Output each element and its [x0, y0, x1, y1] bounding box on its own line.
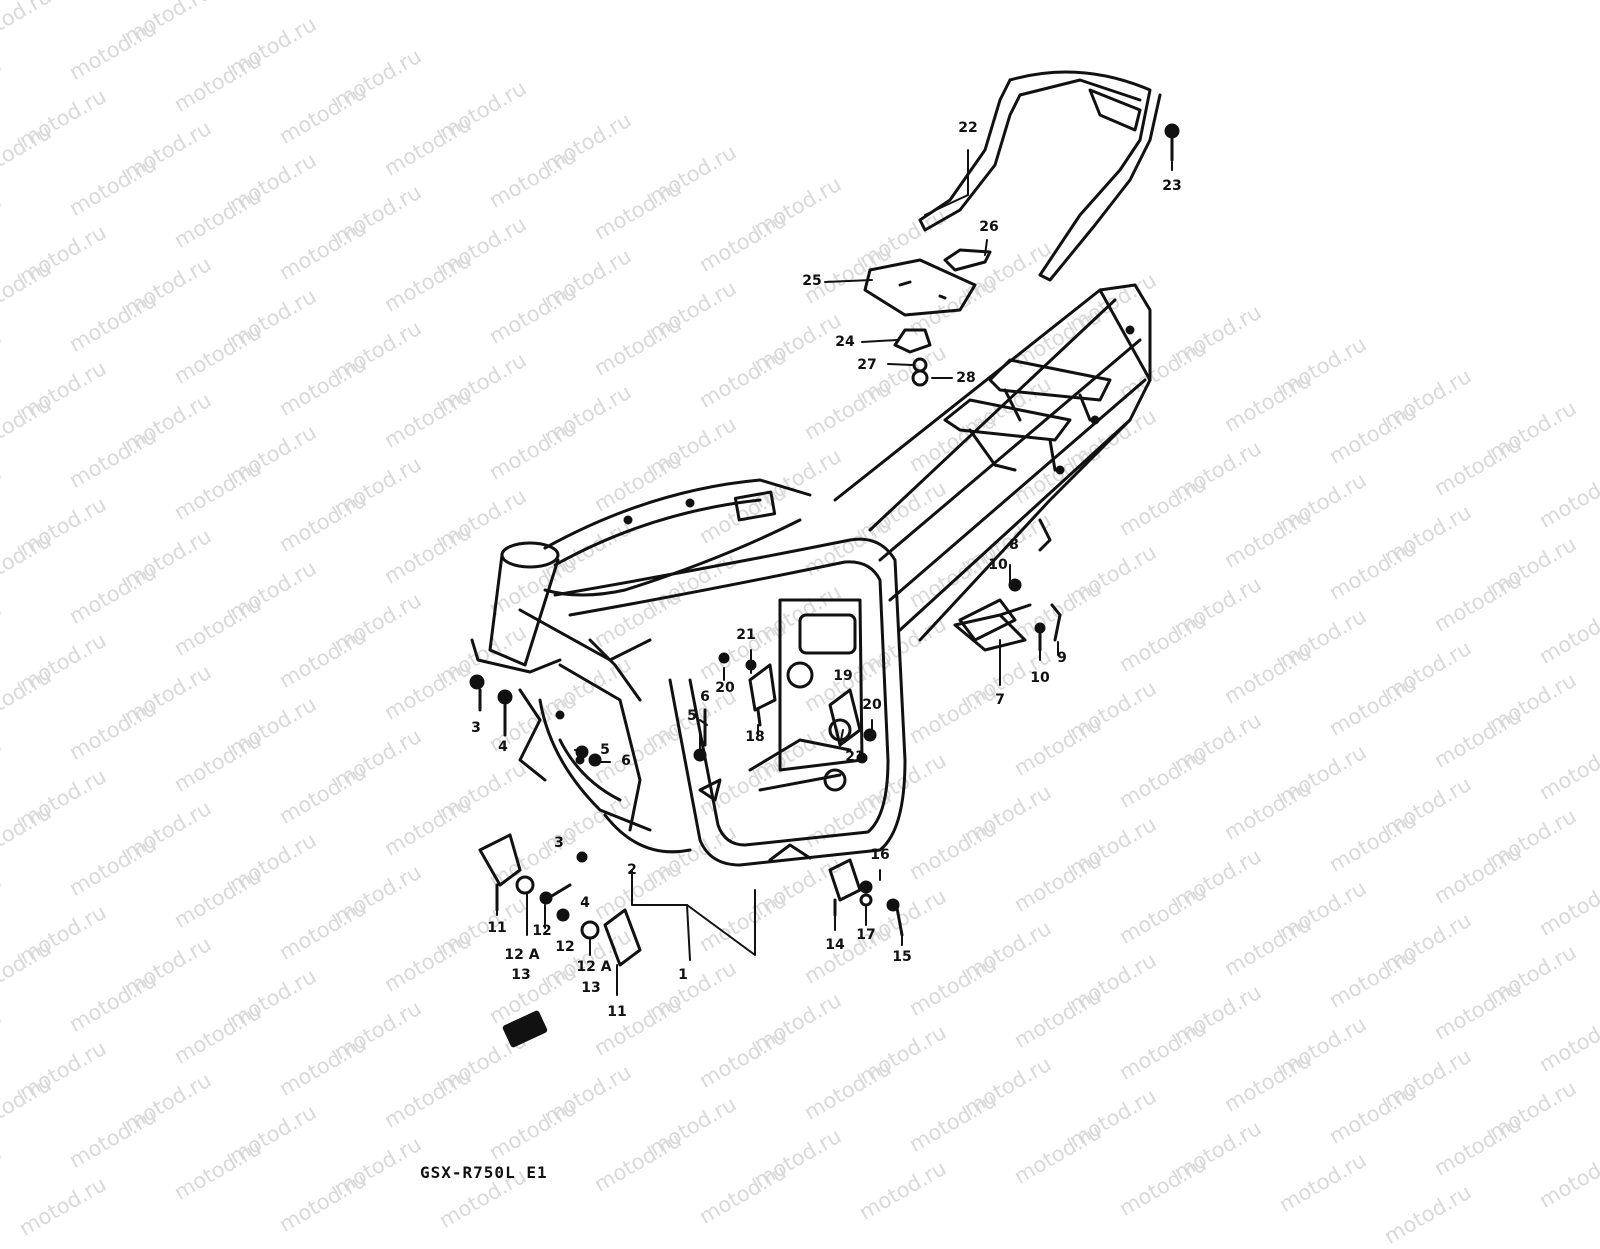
- callout-21-upper: 21: [736, 627, 756, 643]
- callout-5-left: 5: [600, 742, 610, 758]
- callout-9: 9: [1057, 650, 1067, 666]
- callout-28: 28: [956, 370, 976, 386]
- washer-12A-right: [580, 920, 600, 940]
- callout-12-left: 12: [532, 923, 552, 939]
- callout-3-upper: 3: [471, 720, 481, 736]
- bolt-8: [1008, 578, 1022, 592]
- engine-bracket-11-left: [478, 833, 522, 912]
- bolt-12-right: [556, 908, 570, 922]
- bolt-9: [1050, 603, 1062, 642]
- callout-20-upper: 20: [715, 680, 735, 696]
- callout-26: 26: [979, 219, 999, 235]
- callout-11-left: 11: [487, 920, 507, 936]
- steering-head: [470, 541, 562, 674]
- washer-12A-left: [515, 875, 535, 895]
- washer-4-left: [497, 689, 513, 737]
- callout-13-right: 13: [581, 980, 601, 996]
- callout-12-right: 12: [555, 939, 575, 955]
- engine-mount-bracket-18: [748, 663, 777, 727]
- washer-4-lower: [576, 851, 588, 863]
- grab-rail: [918, 70, 1162, 282]
- bolt-3-left: [469, 674, 485, 712]
- seat-bracket: [893, 328, 932, 354]
- nut-6-left: [588, 753, 602, 767]
- callout-10-upper: 10: [988, 557, 1008, 573]
- callout-24: 24: [835, 334, 855, 350]
- spacer-5-left: [575, 745, 589, 759]
- bolt-20-lower: [863, 728, 877, 742]
- callout-11-right: 11: [607, 1004, 627, 1020]
- callout-16: 16: [870, 847, 890, 863]
- seat-rail-subframe: [833, 283, 1152, 642]
- callout-22: 22: [958, 120, 978, 136]
- engine-cradle: [518, 688, 722, 854]
- callout-7: 7: [995, 692, 1005, 708]
- callout-15: 15: [892, 949, 912, 965]
- bolt-10: [1034, 622, 1046, 652]
- callout-18: 18: [745, 729, 765, 745]
- nut-28: [911, 369, 929, 387]
- callout-14: 14: [825, 937, 845, 953]
- callout-27: 27: [857, 357, 877, 373]
- callout-1: 1: [678, 967, 688, 983]
- callout-4-lower: 4: [580, 895, 590, 911]
- callout-21-lower: 21: [845, 749, 865, 765]
- callout-3-lower: 3: [554, 835, 564, 851]
- bracket-14: [828, 858, 862, 917]
- callout-19: 19: [833, 668, 853, 684]
- callout-10-lower: 10: [1030, 670, 1050, 686]
- washer-27: [912, 357, 928, 373]
- main-frame-left-spar: [518, 478, 812, 832]
- callout-12A-left: 12 A: [504, 947, 540, 963]
- callout-5-center: 5: [687, 708, 697, 724]
- callout-6-left: 6: [621, 753, 631, 769]
- callout-17: 17: [856, 927, 876, 943]
- callout-8: 8: [1009, 537, 1019, 553]
- bolt-15: [886, 898, 904, 937]
- callout-12A-right: 12 A: [576, 959, 612, 975]
- callout-20-lower: 20: [862, 697, 882, 713]
- model-code-label: GSX-R750L E1: [420, 1163, 548, 1182]
- engine-bracket-11-right: [603, 908, 642, 967]
- seat-lock-plate: [863, 258, 977, 317]
- washer-16: [859, 880, 873, 894]
- callout-6-center: 6: [700, 689, 710, 705]
- callout-23: 23: [1162, 178, 1182, 194]
- callout-25: 25: [802, 273, 822, 289]
- frame-diagram: [469, 70, 1180, 996]
- spacer-17: [859, 893, 873, 907]
- footrest-bracket: [953, 603, 1032, 652]
- seat-hook: [943, 248, 992, 272]
- bolt-3-lower: [543, 883, 572, 902]
- engine-mount-bracket-19: [828, 688, 862, 747]
- callout-13-left: 13: [511, 967, 531, 983]
- bolt-23: [1164, 123, 1180, 162]
- bolt-20-upper: [718, 652, 730, 664]
- callout-4-upper: 4: [498, 739, 508, 755]
- leader-lines: [496, 149, 1173, 996]
- callout-2: 2: [627, 862, 637, 878]
